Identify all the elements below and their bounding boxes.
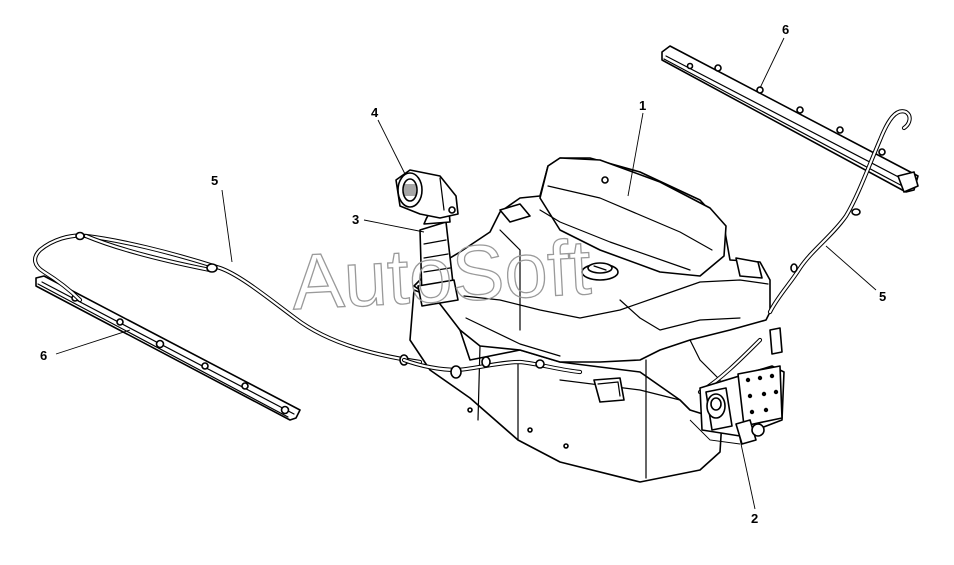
left-fuel-line bbox=[33, 231, 423, 366]
callout-6-right: 6 bbox=[782, 22, 789, 37]
callout-6-left: 6 bbox=[40, 348, 47, 363]
left-mounting-rail bbox=[35, 275, 301, 421]
lower-fuel-line bbox=[401, 356, 583, 379]
fuel-tank bbox=[409, 157, 771, 483]
filler-neck-cap bbox=[395, 169, 459, 219]
callout-3: 3 bbox=[352, 212, 359, 227]
callout-2: 2 bbox=[751, 511, 758, 526]
leader-lines bbox=[55, 37, 877, 510]
callout-5-left: 5 bbox=[211, 173, 218, 188]
callout-5-right: 5 bbox=[879, 289, 886, 304]
callout-1: 1 bbox=[639, 98, 646, 113]
callout-4: 4 bbox=[371, 105, 379, 120]
watermark: AutoSoft bbox=[290, 223, 594, 327]
fuel-sender-unit bbox=[689, 327, 785, 445]
right-mounting-rail bbox=[661, 45, 919, 193]
right-fuel-line bbox=[697, 109, 912, 395]
